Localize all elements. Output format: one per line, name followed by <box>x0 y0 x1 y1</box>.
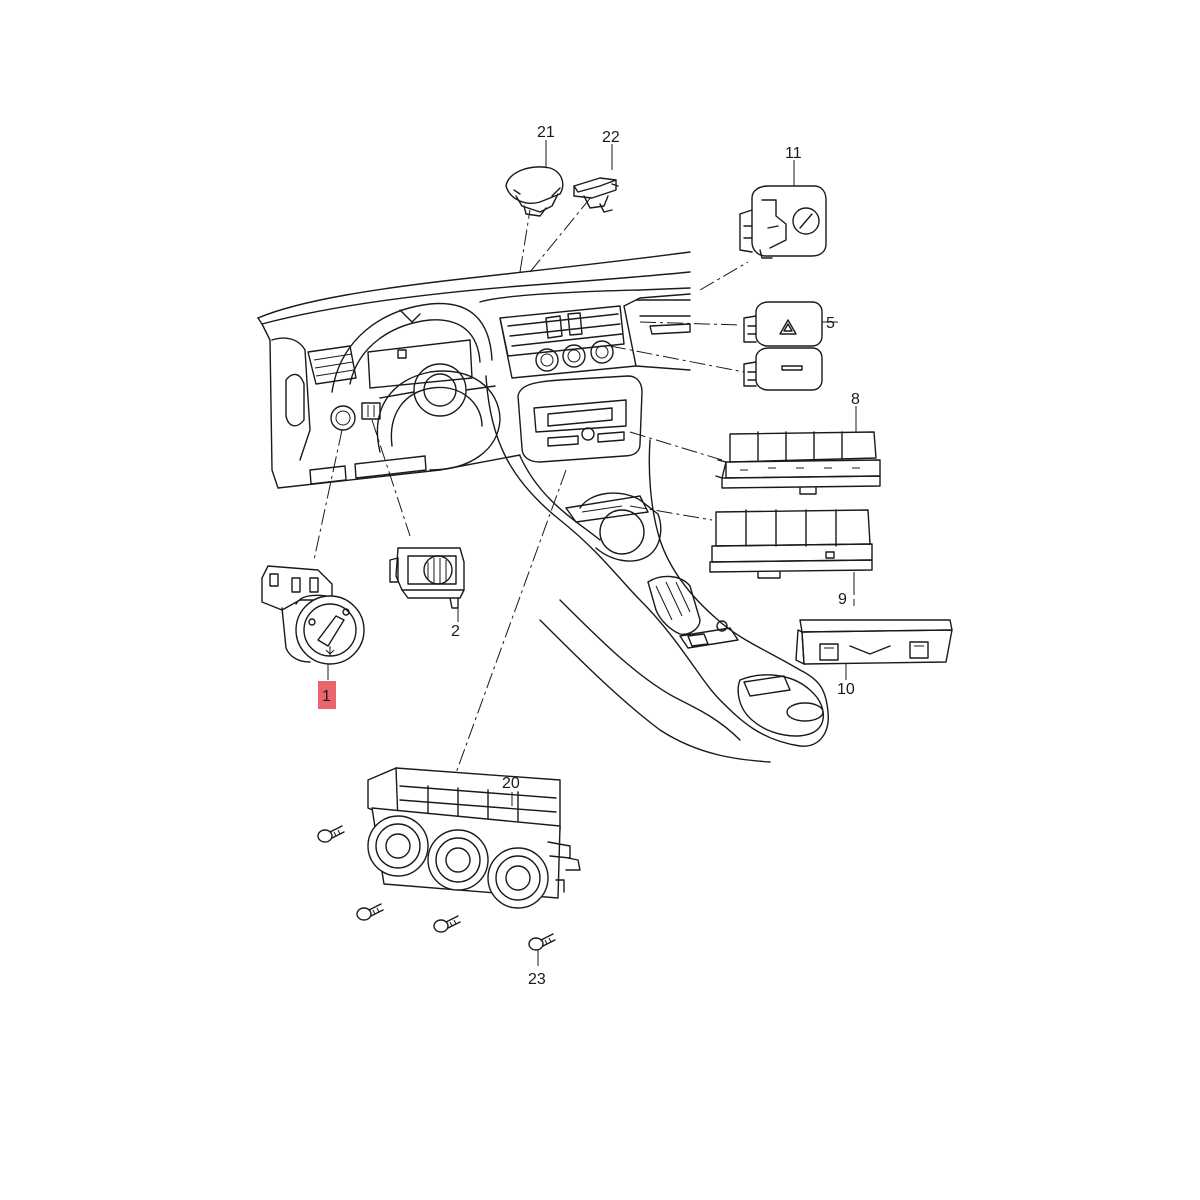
callout-23[interactable]: 23 <box>528 971 546 988</box>
part-20-climate-control <box>367 767 581 909</box>
callout-5[interactable]: 5 <box>826 315 835 332</box>
callout-1[interactable]: 1 <box>322 688 331 705</box>
callout-11[interactable]: 11 <box>785 145 802 162</box>
part-5-second-switch <box>743 347 823 391</box>
part-1-light-switch <box>261 565 365 665</box>
callout-10[interactable]: 10 <box>837 681 855 698</box>
callout-2[interactable]: 2 <box>451 623 460 640</box>
part-23-screws <box>317 825 556 951</box>
part-22-clip <box>573 177 619 213</box>
screw-2 <box>356 903 384 921</box>
callout-22[interactable]: 22 <box>602 129 620 146</box>
callout-21[interactable]: 21 <box>537 124 555 141</box>
callout-20[interactable]: 20 <box>502 775 520 792</box>
part-10-panel <box>795 619 953 665</box>
part-21-cover <box>505 166 564 217</box>
callout-9[interactable]: 9 <box>838 591 847 608</box>
callout-ticks <box>327 140 857 966</box>
part-5-hazard-switch <box>743 301 823 347</box>
callout-labels: 21 22 11 5 8 9 10 2 1 20 23 <box>322 124 860 988</box>
dashboard <box>257 251 829 763</box>
screw-4 <box>528 933 556 951</box>
callout-8[interactable]: 8 <box>851 391 860 408</box>
part-9-switch-panel <box>709 509 873 579</box>
callout-1-highlight <box>318 681 336 709</box>
screw-3 <box>433 915 461 933</box>
part-8-switch-panel <box>715 431 881 495</box>
part-2-switch <box>389 547 465 609</box>
screw-1 <box>317 825 345 843</box>
leader-lines <box>313 195 855 785</box>
part-11-switch <box>739 185 827 259</box>
